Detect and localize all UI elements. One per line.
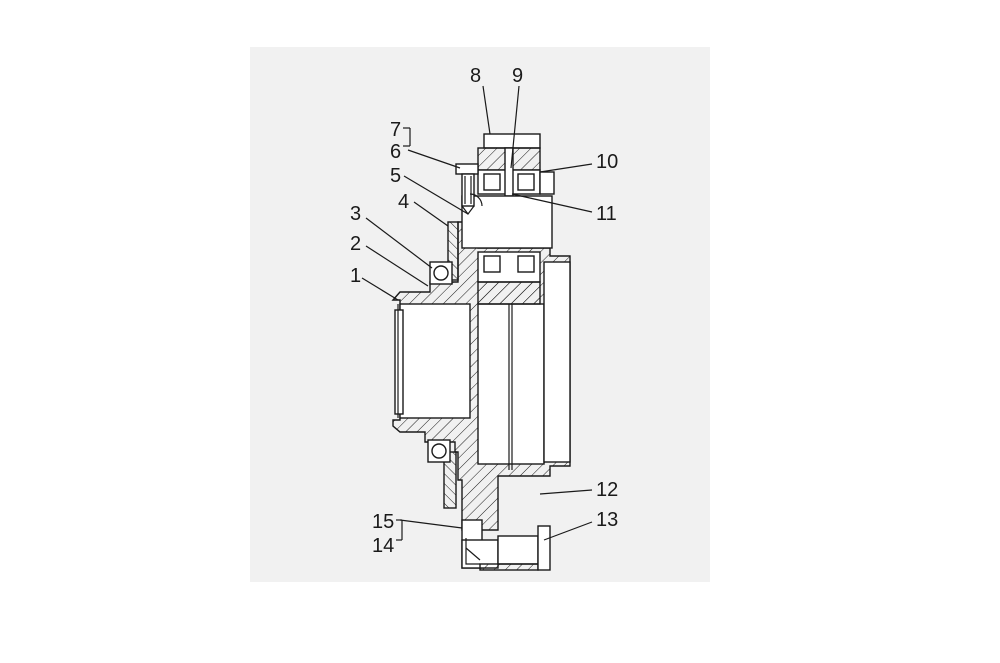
label-part-3: 3 [350, 203, 361, 225]
label-part-15: 15 [372, 511, 394, 533]
bearing-part-3 [427, 261, 453, 463]
label-part-8: 8 [470, 65, 481, 87]
label-part-5: 5 [390, 165, 401, 187]
label-part-7: 7 [390, 119, 401, 141]
part-number-labels: 8 9 7 6 5 4 3 2 1 10 11 12 13 15 14 [350, 65, 618, 557]
leader-lines [361, 85, 593, 541]
label-part-12: 12 [596, 479, 618, 501]
gear-block-part-8 [461, 133, 555, 305]
bolt-part-6 [455, 163, 483, 215]
sleeve-part-1 [394, 303, 471, 419]
label-part-6: 6 [390, 141, 401, 163]
label-part-13: 13 [596, 509, 618, 531]
label-part-10: 10 [596, 151, 618, 173]
label-part-11: 11 [596, 203, 617, 225]
seal-assembly-parts-13-15 [461, 519, 551, 571]
label-part-1: 1 [350, 265, 361, 287]
label-part-4: 4 [398, 191, 409, 213]
label-part-14: 14 [372, 535, 394, 557]
central-cavity [477, 261, 571, 470]
label-part-9: 9 [512, 65, 523, 87]
label-part-2: 2 [350, 233, 361, 255]
